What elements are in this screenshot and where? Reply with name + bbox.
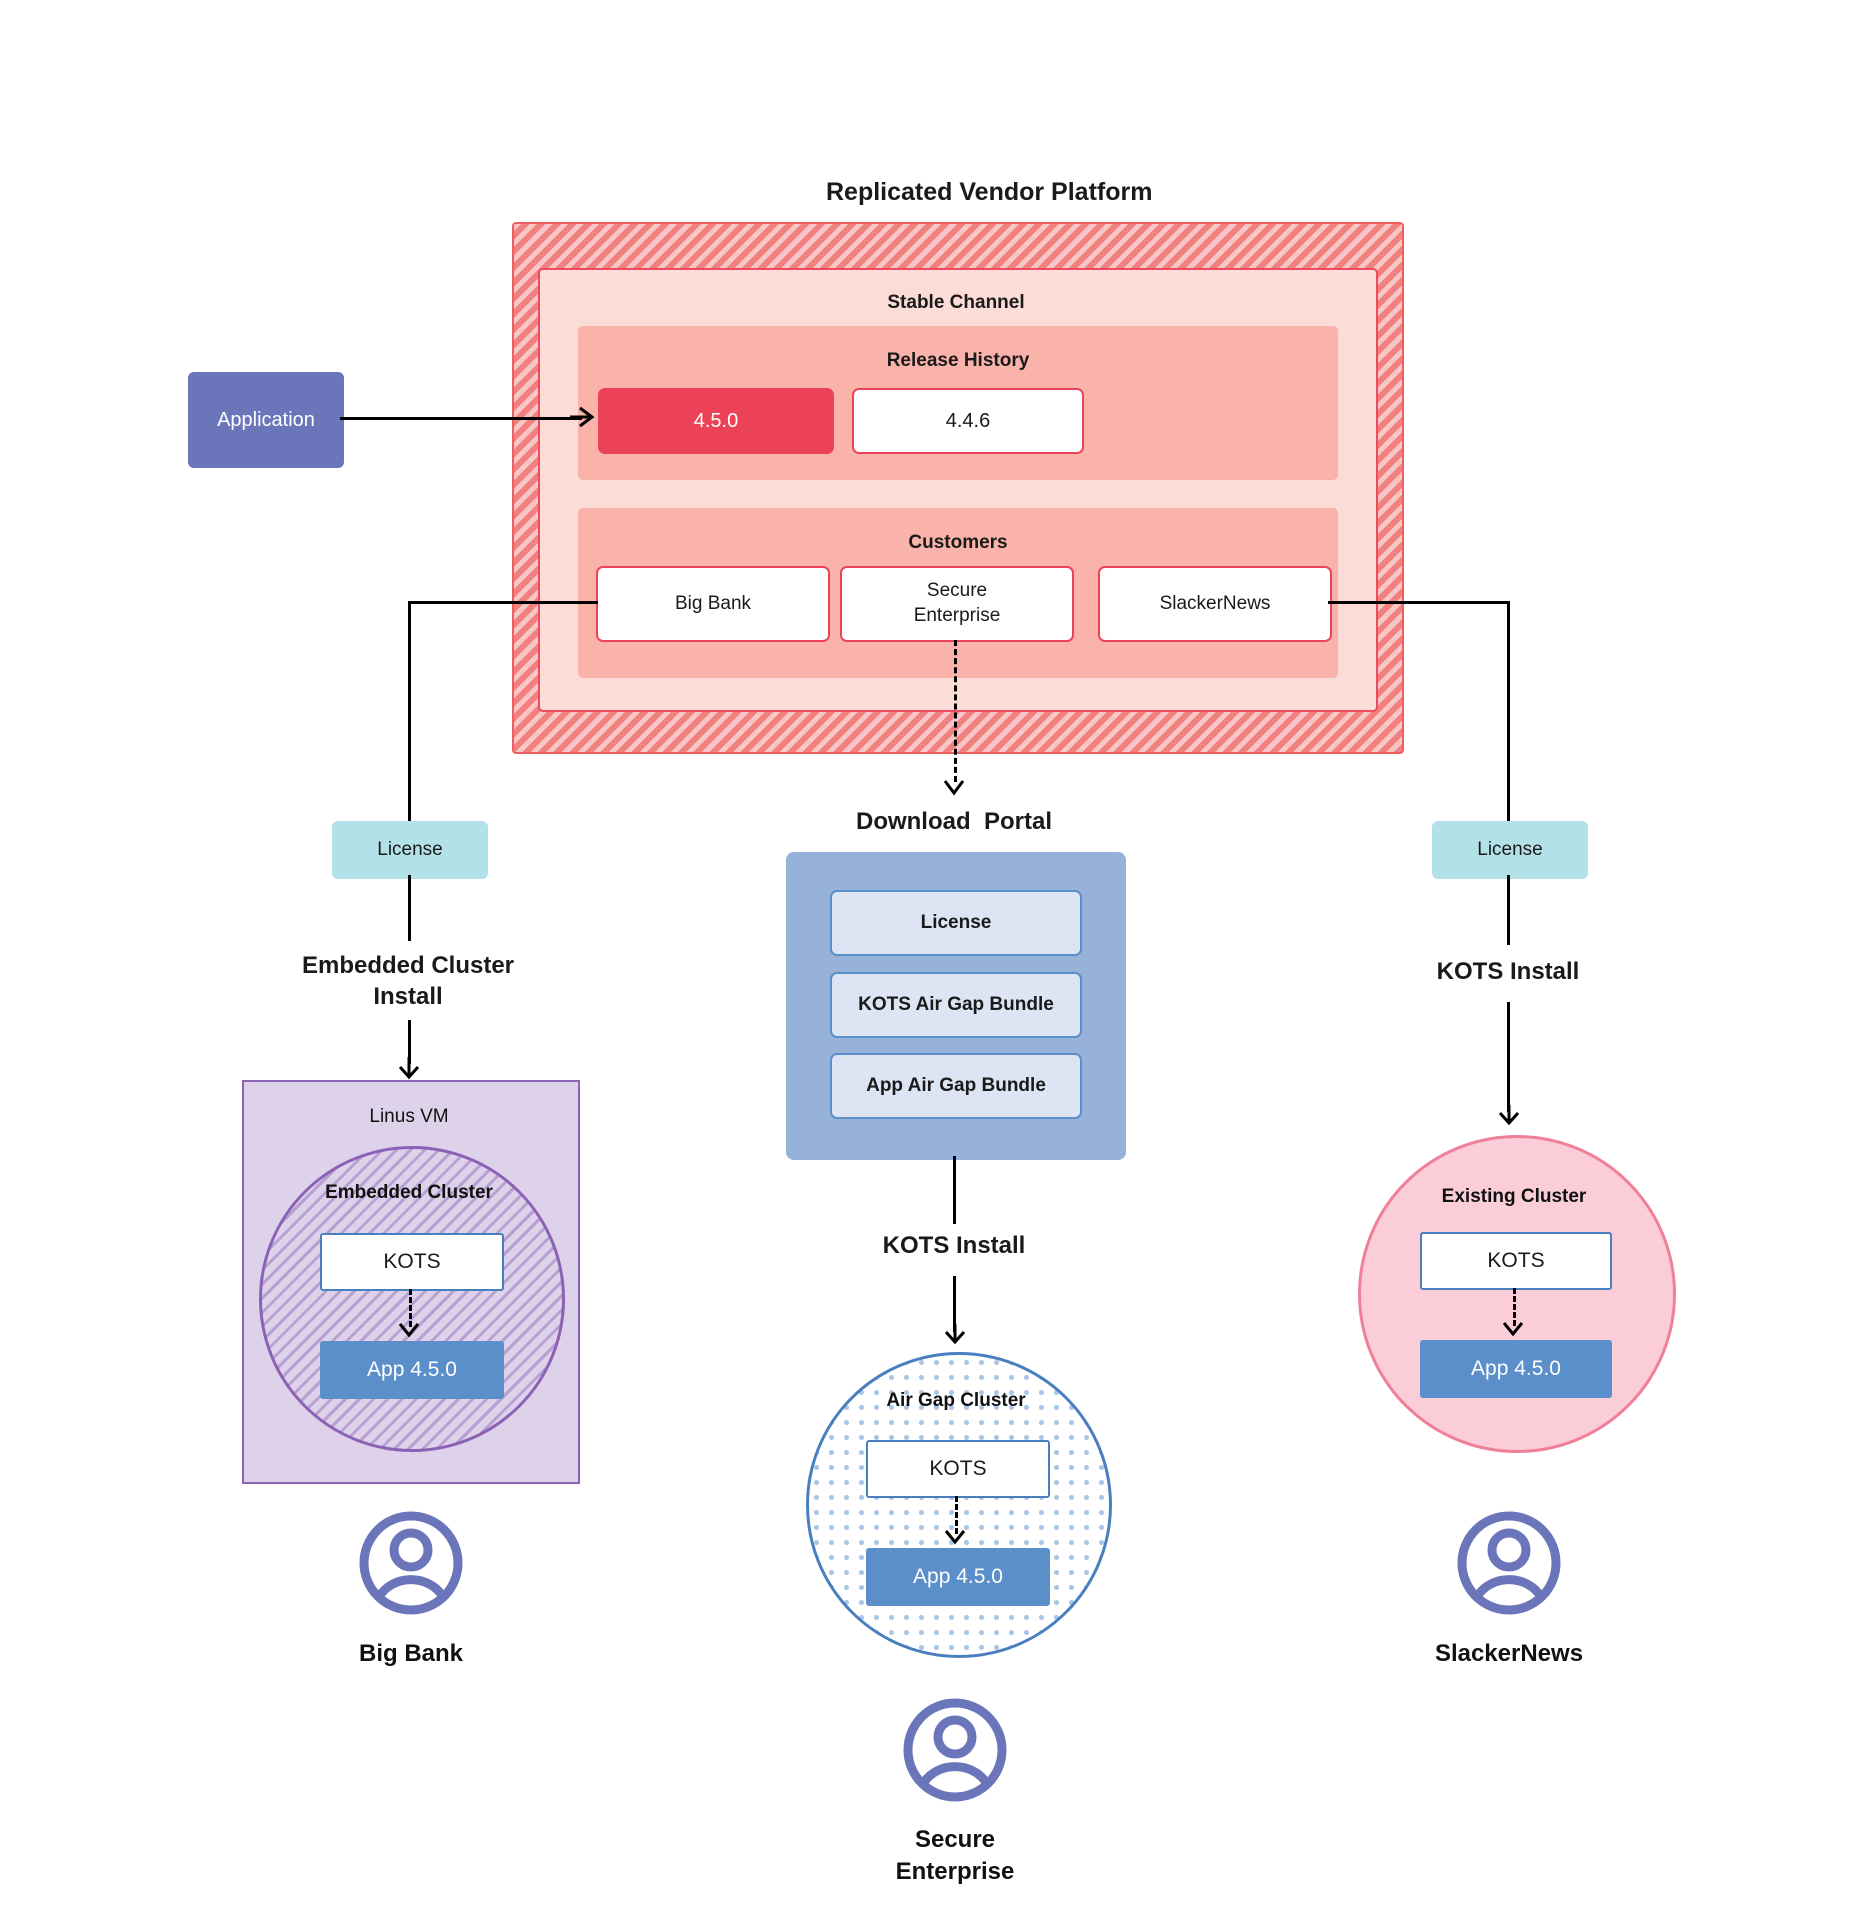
kots-label: KOTS — [383, 1249, 441, 1273]
airgap-kots-to-app-dashed — [955, 1496, 958, 1534]
existing-kots-box[interactable]: KOTS — [1420, 1232, 1612, 1290]
bigbank-branch-horizontal — [408, 601, 598, 604]
release-history-title: Release History — [886, 350, 1030, 371]
portal-item-app-air-gap-bundle[interactable]: App Air Gap Bundle — [830, 1053, 1082, 1119]
customer-name-label: Secure Enterprise — [913, 580, 1001, 626]
existing-kots-to-app-dashed — [1513, 1288, 1516, 1326]
airgap-app-box[interactable]: App 4.5.0 — [866, 1548, 1050, 1606]
portal-item-label: App Air Gap Bundle — [866, 1075, 1046, 1097]
download-portal-title: Download Portal — [855, 808, 1052, 835]
platform-title: Replicated Vendor Platform — [826, 178, 1153, 206]
linux-vm-title: Linus VM — [369, 1106, 449, 1127]
application-node[interactable]: Application — [188, 372, 344, 468]
secure-enterprise-dashed-line — [954, 640, 957, 782]
embedded-cluster-install-label: Embedded Cluster Install — [301, 952, 515, 1011]
persona-label-secure-enterprise: Secure Enterprise — [895, 1826, 1015, 1886]
embedded-cluster-circle — [259, 1146, 565, 1452]
release-version-label: 4.4.6 — [945, 409, 991, 432]
app-version-label: App 4.5.0 — [913, 1564, 1003, 1588]
user-avatar-icon — [903, 1698, 1007, 1802]
bigbank-branch-vertical-top — [408, 601, 411, 821]
application-to-release-line — [340, 417, 582, 420]
embedded-kots-box[interactable]: KOTS — [320, 1233, 504, 1291]
embedded-app-box[interactable]: App 4.5.0 — [320, 1341, 504, 1399]
slackernews-branch-horizontal — [1328, 601, 1510, 604]
release-version-label: 4.5.0 — [693, 409, 739, 432]
bigbank-branch-vertical-bottom — [408, 1020, 411, 1064]
portal-item-license[interactable]: License — [830, 890, 1082, 956]
embedded-kots-to-app-dashed — [409, 1289, 412, 1327]
persona-label-slackernews: SlackerNews — [1434, 1640, 1584, 1667]
portal-to-airgap-line-top — [953, 1156, 956, 1224]
airgap-kots-install-label: KOTS Install — [882, 1232, 1026, 1259]
license-label: License — [377, 839, 443, 861]
embedded-cluster-title: Embedded Cluster — [325, 1182, 493, 1203]
portal-to-airgap-line-bottom — [953, 1276, 956, 1332]
existing-kots-arrow-head — [1502, 1322, 1524, 1337]
embedded-kots-arrow-head — [398, 1323, 420, 1338]
customer-secure-enterprise[interactable]: Secure Enterprise — [840, 566, 1074, 642]
customers-title: Customers — [908, 532, 1008, 553]
license-chip-right[interactable]: License — [1432, 821, 1588, 879]
portal-item-label: KOTS Air Gap Bundle — [858, 994, 1054, 1016]
application-arrow-head — [570, 406, 595, 428]
bigbank-arrow-head — [398, 1057, 420, 1080]
app-version-label: App 4.5.0 — [1471, 1356, 1561, 1380]
bigbank-branch-vertical-mid — [408, 875, 411, 941]
app-version-label: App 4.5.0 — [367, 1357, 457, 1381]
existing-kots-install-label: KOTS Install — [1436, 958, 1580, 985]
air-gap-cluster-title: Air Gap Cluster — [886, 1390, 1026, 1411]
release-4-5-0[interactable]: 4.5.0 — [598, 388, 834, 454]
application-label: Application — [217, 408, 315, 431]
air-gap-cluster-circle — [806, 1352, 1112, 1658]
release-4-4-6[interactable]: 4.4.6 — [852, 388, 1084, 454]
existing-cluster-circle — [1358, 1135, 1676, 1453]
kots-label: KOTS — [1487, 1248, 1545, 1272]
airgap-kots-arrow-head — [944, 1530, 966, 1545]
customer-slackernews[interactable]: SlackerNews — [1098, 566, 1332, 642]
customer-name-label: SlackerNews — [1159, 592, 1271, 614]
secure-enterprise-arrow-head — [943, 780, 965, 796]
existing-cluster-title: Existing Cluster — [1441, 1186, 1587, 1207]
kots-label: KOTS — [929, 1456, 987, 1480]
slackernews-branch-vertical-mid — [1507, 875, 1510, 945]
portal-item-kots-air-gap-bundle[interactable]: KOTS Air Gap Bundle — [830, 972, 1082, 1038]
user-avatar-icon — [1457, 1511, 1561, 1615]
portal-item-label: License — [920, 912, 992, 934]
airgap-arrow-head — [944, 1324, 966, 1345]
license-label: License — [1477, 839, 1543, 861]
slackernews-branch-vertical-top — [1507, 601, 1510, 821]
existing-app-box[interactable]: App 4.5.0 — [1420, 1340, 1612, 1398]
slackernews-arrow-head — [1498, 1105, 1520, 1126]
license-chip-left[interactable]: License — [332, 821, 488, 879]
slackernews-branch-vertical-bottom — [1507, 1002, 1510, 1112]
customer-name-label: Big Bank — [674, 592, 752, 614]
persona-label-big-bank: Big Bank — [358, 1640, 463, 1667]
customer-big-bank[interactable]: Big Bank — [596, 566, 830, 642]
airgap-kots-box[interactable]: KOTS — [866, 1440, 1050, 1498]
user-avatar-icon — [359, 1511, 463, 1615]
stable-channel-title: Stable Channel — [887, 292, 1025, 313]
